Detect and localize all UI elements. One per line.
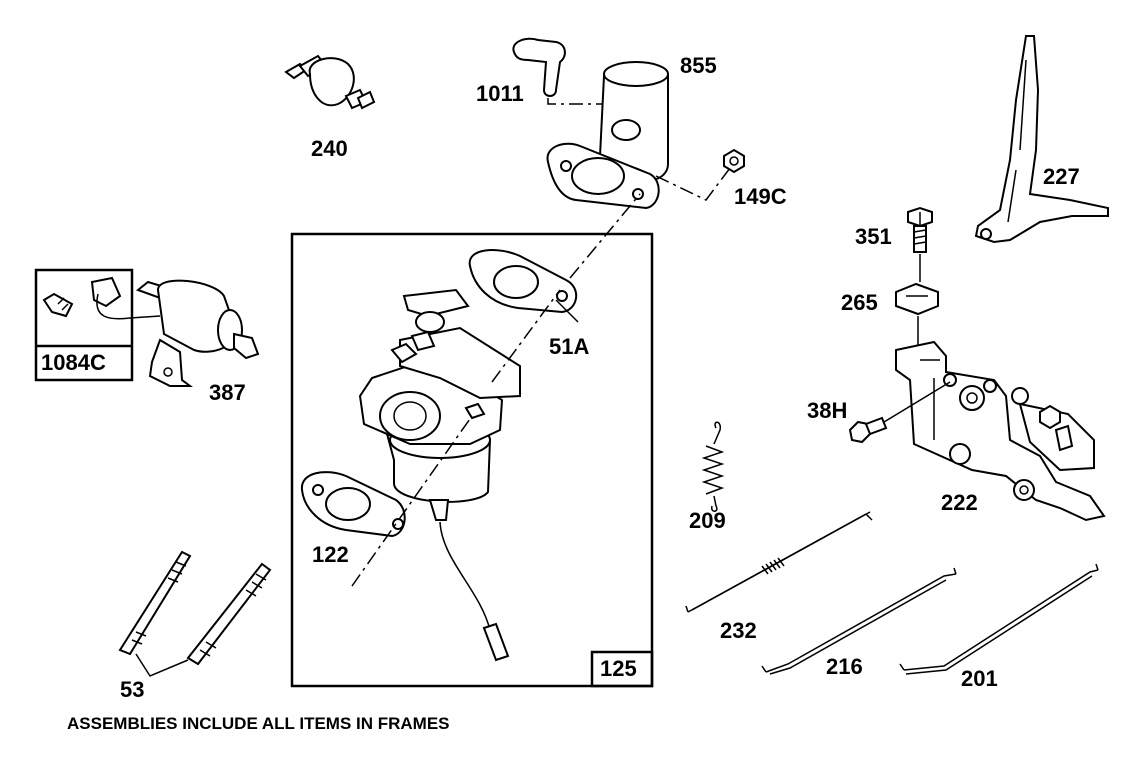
frame-1084c[interactable]	[34, 268, 161, 382]
callout-51a: 51A	[549, 334, 590, 359]
part-227-control-lever[interactable]	[974, 35, 1109, 244]
part-201-link[interactable]	[899, 563, 1099, 675]
part-122-gasket[interactable]	[300, 471, 406, 538]
callout-387: 387	[209, 380, 246, 405]
leader-51a	[555, 299, 579, 323]
callout-216: 216	[826, 654, 863, 679]
part-216-link[interactable]	[761, 567, 957, 675]
part-265-clip[interactable]	[895, 282, 939, 350]
callout-351: 351	[855, 224, 892, 249]
callout-149c: 149C	[734, 184, 787, 209]
callout-222: 222	[941, 490, 978, 515]
frames-footnote: ASSEMBLIES INCLUDE ALL ITEMS IN FRAMES	[67, 714, 450, 733]
part-51a-gasket[interactable]	[468, 249, 577, 314]
assembly-centerline	[351, 193, 641, 587]
part-232-governor-link[interactable]	[685, 511, 873, 613]
callout-1011: 1011	[476, 81, 524, 106]
callout-232: 232	[720, 618, 757, 643]
callout-209: 209	[689, 508, 726, 533]
callout-227: 227	[1043, 164, 1080, 189]
frame-125-carburetor-assembly[interactable]	[290, 232, 654, 688]
callout-53: 53	[120, 677, 145, 702]
callout-122: 122	[312, 542, 349, 567]
part-149c-nut[interactable]	[723, 148, 745, 174]
callout-125: 125	[600, 656, 637, 681]
part-240-fuel-filter[interactable]	[284, 54, 376, 110]
callout-38h: 38H	[807, 398, 848, 423]
callout-855: 855	[680, 53, 717, 78]
callout-1084c: 1084C	[41, 350, 106, 375]
part-carburetor-body[interactable]	[358, 288, 521, 662]
part-855-intake-elbow[interactable]	[546, 61, 731, 210]
part-38h-screw[interactable]	[848, 381, 951, 444]
part-209-spring[interactable]	[701, 421, 725, 512]
callout-201: 201	[961, 666, 998, 691]
part-222-governor-bracket[interactable]	[895, 340, 1106, 522]
part-53-studs[interactable]	[118, 550, 272, 677]
callout-240: 240	[311, 136, 348, 161]
callout-265: 265	[841, 290, 878, 315]
part-387-fuel-pump[interactable]	[135, 279, 260, 387]
